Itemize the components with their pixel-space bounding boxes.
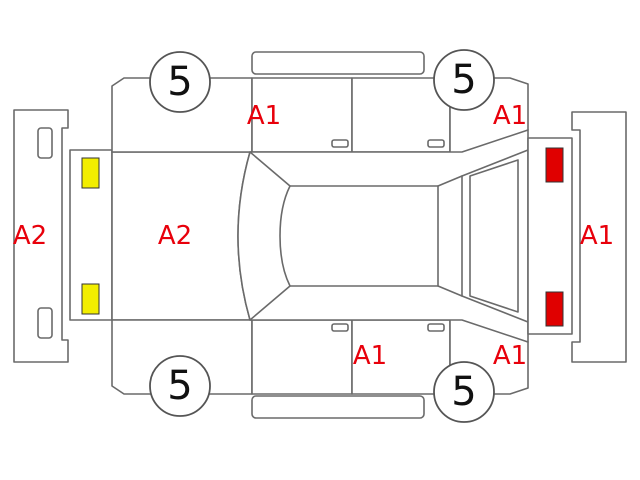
- mark-front-bumper: A2: [13, 221, 47, 251]
- front-bumper: [13, 109, 69, 363]
- wheel-rear-right: 5: [433, 361, 495, 423]
- upper-front-door-handle: [331, 139, 349, 148]
- mark-upper-rear-fender: A1: [493, 101, 527, 131]
- lower-front-door-handle: [331, 323, 349, 332]
- rear-lamp-bottom: [545, 291, 564, 327]
- mark-rear-bumper: A1: [580, 221, 614, 251]
- mark-upper-front-door: A1: [247, 101, 281, 131]
- lower-side-sill: [251, 395, 425, 419]
- wheel-rear-left: 5: [433, 49, 495, 111]
- wheel-front-left-grade: 5: [167, 59, 192, 105]
- cabin-roof: [237, 129, 529, 343]
- rear-lamp-top: [545, 147, 564, 183]
- wheel-front-left: 5: [149, 51, 211, 113]
- wheel-front-right-grade: 5: [167, 363, 192, 409]
- front-lamp-bottom: [81, 283, 100, 315]
- upper-side-sill: [251, 51, 425, 75]
- mark-lower-rear-door: A1: [353, 341, 387, 371]
- wheel-rear-left-grade: 5: [451, 57, 476, 103]
- wheel-front-right: 5: [149, 355, 211, 417]
- upper-rear-door-handle: [427, 139, 445, 148]
- lower-rear-door-handle: [427, 323, 445, 332]
- wheel-rear-right-grade: 5: [451, 369, 476, 415]
- mark-hood: A2: [158, 221, 192, 251]
- front-lamp-top: [81, 157, 100, 189]
- mark-lower-rear-fender: A1: [493, 341, 527, 371]
- rear-bumper: [571, 111, 627, 363]
